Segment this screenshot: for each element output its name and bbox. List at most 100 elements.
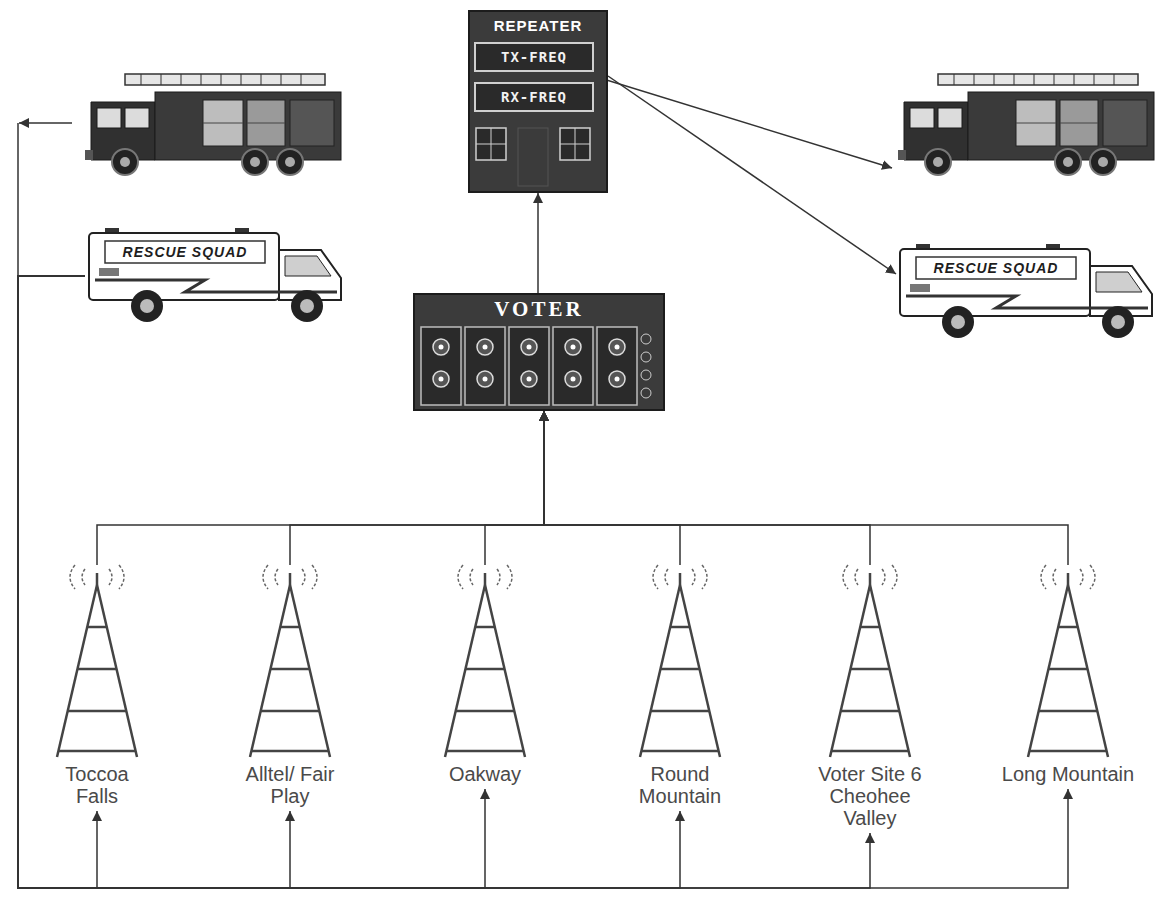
fire-truck-part — [97, 108, 121, 128]
site-name: Round Mountain — [620, 763, 740, 807]
knob-symbol — [439, 377, 444, 382]
fire-truck-part — [247, 123, 285, 124]
connector — [18, 276, 870, 888]
indicator-symbol — [641, 352, 651, 362]
tower-frame — [270, 668, 309, 671]
fire-truck-part — [1034, 74, 1035, 85]
tower-frame — [484, 573, 487, 585]
fire-truck-part — [125, 108, 149, 128]
indicator-symbol — [641, 334, 651, 344]
name-band — [916, 257, 1076, 279]
node-drawing — [37, 565, 157, 760]
node-label: RESCUE SQUAD — [918, 258, 1074, 278]
radio-waves — [882, 569, 885, 585]
tower-frame — [1039, 710, 1098, 713]
feed-line-part — [600, 78, 892, 168]
repeater-box: REPEATERTX-FREQRX-FREQ — [468, 10, 608, 193]
window-symbol — [560, 144, 590, 145]
tower-frame — [1068, 585, 1108, 757]
node-label: TX-FREQ — [501, 49, 567, 65]
fire-truck-part — [1060, 100, 1098, 146]
knob-symbol — [521, 371, 537, 387]
radio-tower: Alltel/ Fair Play — [225, 565, 355, 811]
name-band — [105, 241, 265, 263]
node-label: RESCUE SQUAD — [107, 242, 263, 262]
connector — [97, 411, 544, 565]
node-drawing — [1008, 565, 1128, 760]
fire-truck-part — [1090, 149, 1116, 175]
tower-frame — [57, 585, 97, 757]
radio-tower: Oakway — [420, 565, 550, 789]
tower-frame — [1029, 750, 1106, 753]
fire-truck-part — [241, 74, 242, 85]
voter-box: VOTER — [413, 293, 665, 411]
knob-symbol — [615, 345, 620, 350]
tower-frame — [97, 585, 137, 757]
feed-line-part — [19, 122, 72, 124]
tower-frame — [830, 585, 870, 757]
knob-symbol — [433, 371, 449, 387]
tower-frame — [456, 710, 515, 713]
knob-symbol — [527, 345, 532, 350]
fire-truck-part — [285, 157, 295, 167]
rescue-vehicle: RESCUE SQUAD — [896, 244, 1158, 340]
window-symbol — [476, 144, 506, 145]
fire-truck-part — [1074, 74, 1075, 85]
radio-waves — [507, 565, 512, 589]
tower-frame — [869, 573, 872, 585]
fire-truck-part — [203, 100, 243, 146]
radio-waves — [1041, 565, 1046, 589]
radio-waves — [892, 565, 897, 589]
fire-truck-part — [933, 157, 943, 167]
tower-frame — [850, 668, 889, 671]
radio-waves — [275, 569, 278, 585]
fire-truck-part — [968, 92, 1154, 160]
fire-truck-part — [261, 74, 262, 85]
fire-truck-part — [120, 157, 130, 167]
fire-truck-part — [1054, 74, 1055, 85]
fire-truck-part — [221, 74, 222, 85]
connector — [18, 276, 290, 888]
knob-symbol — [483, 377, 488, 382]
fire-truck-part — [1055, 149, 1081, 175]
fire-truck-part — [1094, 74, 1095, 85]
radio-tower: Long Mountain — [983, 565, 1153, 789]
knob-symbol — [439, 345, 444, 350]
tower-frame — [251, 750, 328, 753]
tower-frame — [651, 710, 710, 713]
tower-frame — [1067, 573, 1070, 585]
node-label: RX-FREQ — [501, 89, 567, 105]
knob-symbol — [565, 371, 581, 387]
knob-symbol — [565, 339, 581, 355]
radio-waves — [302, 569, 305, 585]
tower-frame — [68, 710, 127, 713]
fire-truck-part — [1063, 157, 1073, 167]
radio-waves — [855, 569, 858, 585]
tower-frame — [1048, 668, 1087, 671]
fire-truck-part — [290, 100, 334, 146]
fire-truck-part — [141, 74, 142, 85]
indicator-symbol — [641, 388, 651, 398]
site-name: Long Mountain — [983, 763, 1153, 785]
fire-truck-part — [1016, 123, 1056, 124]
wheel — [131, 290, 163, 322]
fire-truck-part — [125, 74, 325, 85]
radio-waves — [692, 569, 695, 585]
connector — [544, 411, 870, 565]
knob-symbol — [433, 339, 449, 355]
tower-frame — [641, 750, 718, 753]
tower-frame — [679, 573, 682, 585]
connector — [544, 411, 1068, 565]
body-detail — [99, 268, 119, 276]
tower-frame — [261, 710, 320, 713]
knob-symbol — [527, 377, 532, 382]
fire-truck-part — [938, 74, 1138, 85]
fire-truck-part — [161, 74, 162, 85]
radio-waves — [843, 565, 848, 589]
tower-frame — [831, 750, 908, 753]
radio-waves — [653, 565, 658, 589]
feed-line — [18, 78, 892, 277]
fire-truck-part — [1014, 74, 1015, 85]
fire-truck-part — [203, 123, 243, 124]
